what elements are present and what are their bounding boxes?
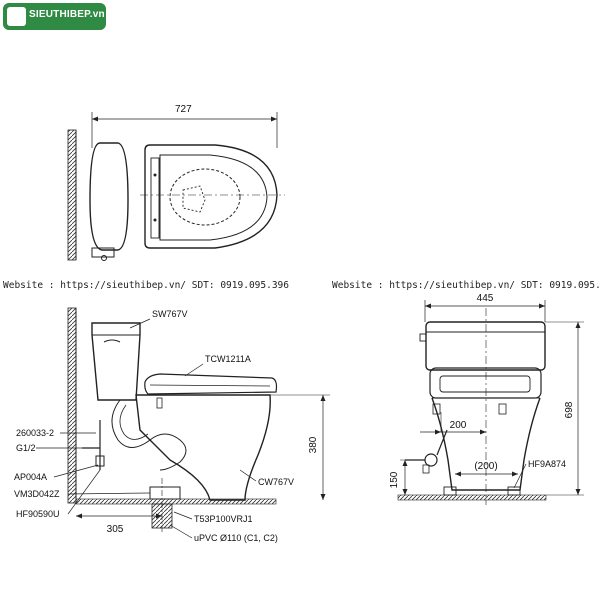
label-seat: TCW1211A [205,354,251,364]
logo-mark-icon [7,7,26,26]
brand-logo: SIEUTHIBEP.vn [3,3,106,30]
seat-front [429,367,542,399]
front-view: 445 698 200 ( [389,293,584,505]
wall-top [67,129,77,261]
seat-hinge-panel [150,157,160,239]
dim-200-center: (200) [474,461,497,472]
website-right: Website : https://sieuthibep.vn/ SDT: 09… [332,280,600,291]
label-260033-2: 260033-2 [16,428,54,438]
bowl-rim-outline [159,154,268,241]
label-bowl: CW767V [258,477,294,487]
tank-top-outline [89,142,129,251]
seat-outline [144,144,278,249]
top-view: 727 [67,104,285,261]
label-hf9a874: HF9A874 [528,459,566,469]
label-hf90590u: HF90590U [16,509,60,519]
tank-front [425,321,546,371]
dim-305: 305 [107,524,124,535]
label-ap004a: AP004A [14,472,47,482]
label-g12: G1/2 [16,443,36,453]
bowl-opening [169,168,241,226]
bowl-side [135,394,271,501]
floor-side [75,498,277,505]
seat-side [144,373,278,395]
website-left: Website : https://sieuthibep.vn/ SDT: 09… [3,280,289,291]
dim-380: 380 [308,436,319,453]
dim-698: 698 [564,401,575,418]
label-upvc: uPVC Ø110 (C1, C2) [194,533,278,543]
dim-150: 150 [389,471,400,488]
logo-text: SIEUTHIBEP.vn [29,9,105,20]
dim-727: 727 [175,104,192,115]
floor-front [397,494,547,501]
wall-side [67,307,77,504]
label-tank: SW767V [152,309,188,319]
dim-200: 200 [450,420,467,431]
label-vm3d042z: VM3D042Z [14,489,60,499]
label-t53p100vrj1: T53P100VRJ1 [194,514,253,524]
dim-445: 445 [477,293,494,304]
side-view: 380 305 SW767V TCW1211A CW767V 260033-2 … [14,307,330,543]
